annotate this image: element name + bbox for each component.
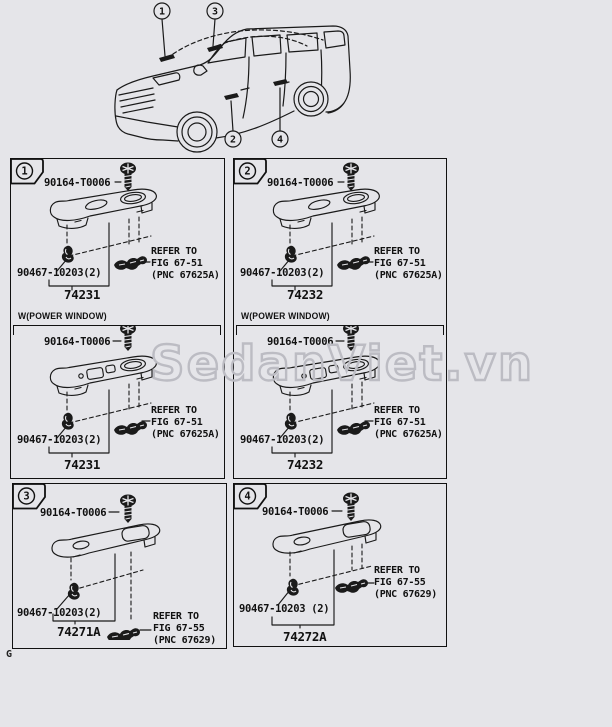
callout-1-label: 1 — [159, 7, 165, 18]
clip-icon — [67, 582, 81, 601]
callout-4-label: 4 — [277, 135, 283, 146]
armrest-panel-drawing — [272, 519, 382, 554]
diagram-74231-power-window: 90164-T0006 90467-10203(2) REFER TO FIG … — [11, 326, 224, 478]
callout-circle-2 — [224, 130, 242, 148]
diagram-74271A: 90164-T0006 90467-10203(2) REFER TO FIG … — [13, 488, 226, 646]
armrest-diagram-art — [48, 162, 157, 291]
diagram-74232: 90164-T0006 90467-10203(2) REFER TO FIG … — [234, 159, 447, 311]
clip-icon — [284, 245, 298, 264]
fastener-icon — [336, 255, 371, 271]
clip-part-label: 90467-10203(2) — [240, 434, 325, 446]
armrest-marker-1 — [159, 54, 175, 62]
diagram-74231: 90164-T0006 90467-10203(2) REFER TO FIG … — [11, 159, 224, 311]
armrest-diagram-art — [271, 162, 380, 291]
power-window-variant-label: W(POWER WINDOW) — [18, 311, 107, 321]
part-number: 74272A — [283, 629, 327, 644]
clip-icon — [61, 245, 75, 264]
screw-icon — [119, 162, 137, 192]
vehicle-illustration: 1 3 2 4 — [114, 2, 351, 153]
screw-part-label: 90164-T0006 — [267, 177, 334, 189]
callout-2-label: 2 — [230, 135, 236, 146]
armrest-marker-3 — [207, 44, 223, 52]
clip-part-label: 90467-10203 (2) — [239, 603, 330, 615]
variant-bracket — [13, 325, 221, 335]
part-number: 74231 — [64, 457, 101, 472]
armrest-panel-drawing — [49, 355, 157, 396]
refer-note: REFER TO FIG 67-51 (PNC 67625A) — [151, 246, 220, 281]
part-number: 74232 — [287, 287, 324, 302]
side-mirror — [193, 64, 208, 76]
armrest-marker-4 — [273, 79, 288, 86]
diagram-74272A: 90164-T0006 90467-10203 (2) REFER TO FIG… — [234, 486, 447, 644]
screw-part-label: 90164-T0006 — [40, 507, 107, 519]
armrest-panel-drawing — [272, 355, 380, 396]
variant-bracket — [236, 325, 444, 335]
fastener-icon — [113, 420, 148, 436]
refer-note: REFER TO FIG 67-51 (PNC 67625A) — [374, 246, 443, 281]
armrest-diagram-art — [271, 326, 380, 458]
callout-circle-3 — [206, 2, 224, 20]
fastener-icon — [113, 255, 148, 271]
clip-icon — [284, 412, 298, 431]
panel-box-1: 1 90164-T0006 90467-10203(2) REFER TO FI… — [10, 158, 225, 479]
part-number: 74271A — [57, 624, 101, 639]
panel-box-2: 2 90164-T0006 90467-10203(2) REFER TO FI… — [233, 158, 447, 479]
part-number: 74232 — [287, 457, 324, 472]
screw-icon — [342, 326, 360, 352]
panel-1-badge-number: 1 — [21, 166, 27, 178]
panel-2-badge-number: 2 — [244, 166, 250, 178]
armrest-panel-drawing — [49, 188, 157, 229]
screw-part-label: 90164-T0006 — [267, 336, 334, 348]
armrest-panel-drawing — [51, 523, 161, 558]
part-number: 74231 — [64, 287, 101, 302]
clip-part-label: 90467-10203(2) — [240, 267, 325, 279]
fastener-icon — [336, 420, 371, 436]
fastener-icon — [334, 578, 369, 594]
screw-icon — [119, 494, 137, 524]
clip-icon — [61, 412, 75, 431]
page-section-letter: G — [6, 649, 13, 660]
screw-part-label: 90164-T0006 — [44, 177, 111, 189]
panel-1-badge: 1 — [10, 158, 44, 185]
screw-icon — [119, 326, 137, 352]
clip-part-label: 90467-10203(2) — [17, 607, 102, 619]
panel-3-badge-number: 3 — [23, 491, 29, 503]
refer-note: REFER TO FIG 67-51 (PNC 67625A) — [374, 405, 443, 440]
screw-part-label: 90164-T0006 — [262, 506, 329, 518]
panel-4-badge: 4 — [233, 483, 267, 510]
panel-3-badge: 3 — [12, 483, 46, 510]
panel-4-badge-number: 4 — [244, 491, 250, 503]
callout-circle-4 — [271, 130, 289, 148]
panel-2-badge: 2 — [233, 158, 267, 185]
refer-note: REFER TO FIG 67-55 (PNC 67629) — [374, 565, 437, 600]
panel-box-4: 4 90164-T0006 90467-10203 (2) REFER TO F… — [233, 483, 447, 647]
refer-note: REFER TO FIG 67-51 (PNC 67625A) — [151, 405, 220, 440]
car-body-outline — [114, 89, 179, 142]
diagram-74232-power-window: 90164-T0006 90467-10203(2) REFER TO FIG … — [234, 326, 447, 478]
clip-part-label: 90467-10203(2) — [17, 434, 102, 446]
callout-circle-1 — [153, 2, 171, 20]
screw-icon — [342, 492, 360, 522]
panel-box-3: 3 90164-T0006 90467-10203(2) REFER TO FI… — [12, 483, 227, 649]
clip-part-label: 90467-10203(2) — [17, 267, 102, 279]
callout-3-label: 3 — [212, 7, 218, 18]
screw-icon — [342, 162, 360, 192]
screw-part-label: 90164-T0006 — [44, 336, 111, 348]
power-window-variant-label: W(POWER WINDOW) — [241, 311, 330, 321]
clip-icon — [286, 578, 300, 597]
armrest-marker-2 — [224, 93, 239, 100]
armrest-panel-drawing — [272, 188, 380, 229]
refer-note: REFER TO FIG 67-55 (PNC 67629) — [153, 611, 216, 646]
armrest-diagram-art — [48, 326, 157, 458]
fastener-icon — [106, 627, 141, 640]
